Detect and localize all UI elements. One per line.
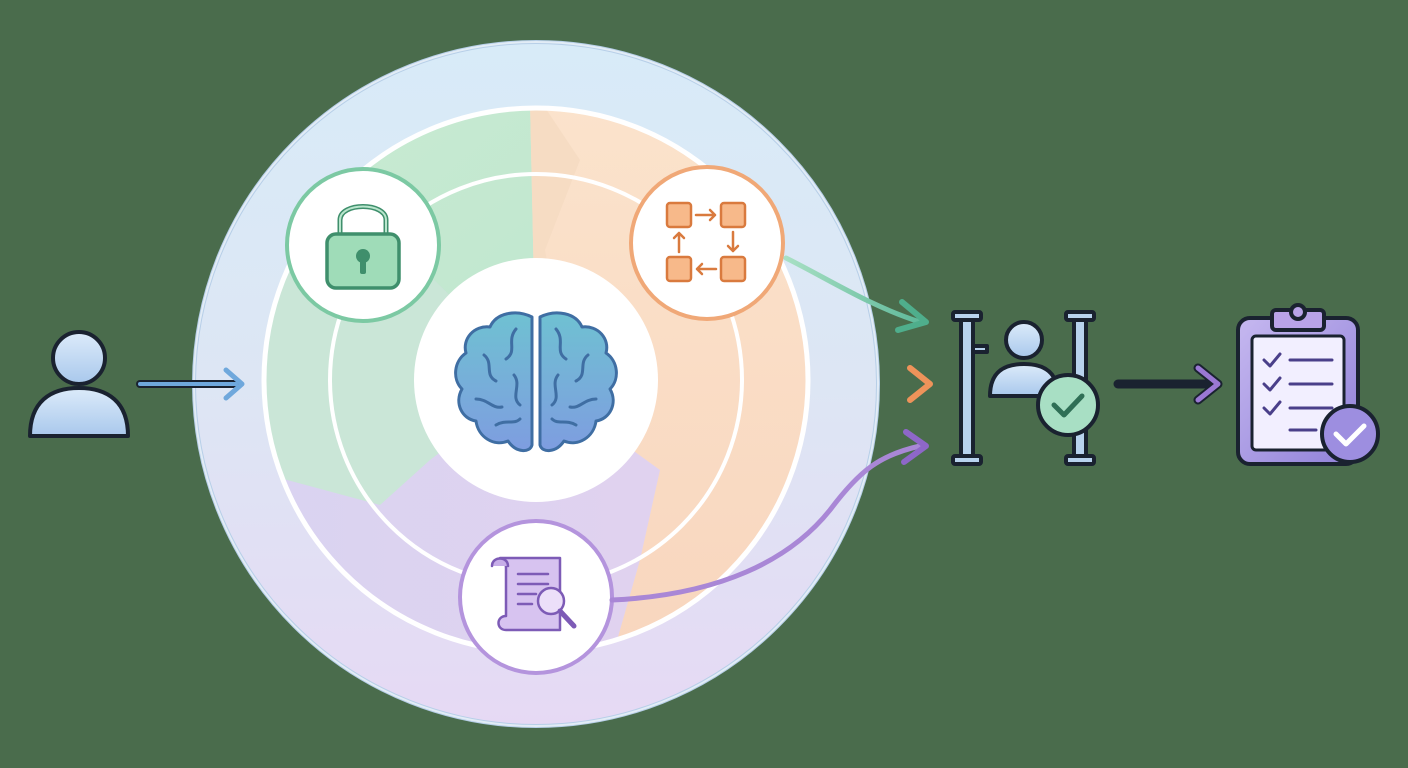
user-input[interactable] [28,330,130,438]
node-document-review[interactable] [458,519,614,675]
node-workflow[interactable] [629,165,785,321]
arrow-document-to-checkpoint [609,429,929,603]
node-security[interactable] [285,167,441,323]
output[interactable] [1236,303,1380,466]
core-center [414,258,658,502]
connections [136,255,1223,603]
arrow-workflow-to-checkpoint [783,255,929,333]
arrow-checkpoint-to-output [1113,363,1223,405]
document-search-icon [490,556,577,632]
user-icon [28,330,130,438]
padlock-icon [325,204,401,290]
checkpoint[interactable] [951,310,1100,466]
arrow-core-to-checkpoint [809,365,933,403]
person-verified-gate-icon [951,310,1100,466]
approved-checklist-icon [1236,303,1380,466]
brain-icon [454,311,618,452]
arrow-user-to-core [136,367,245,401]
process-flow-icon [665,201,747,283]
